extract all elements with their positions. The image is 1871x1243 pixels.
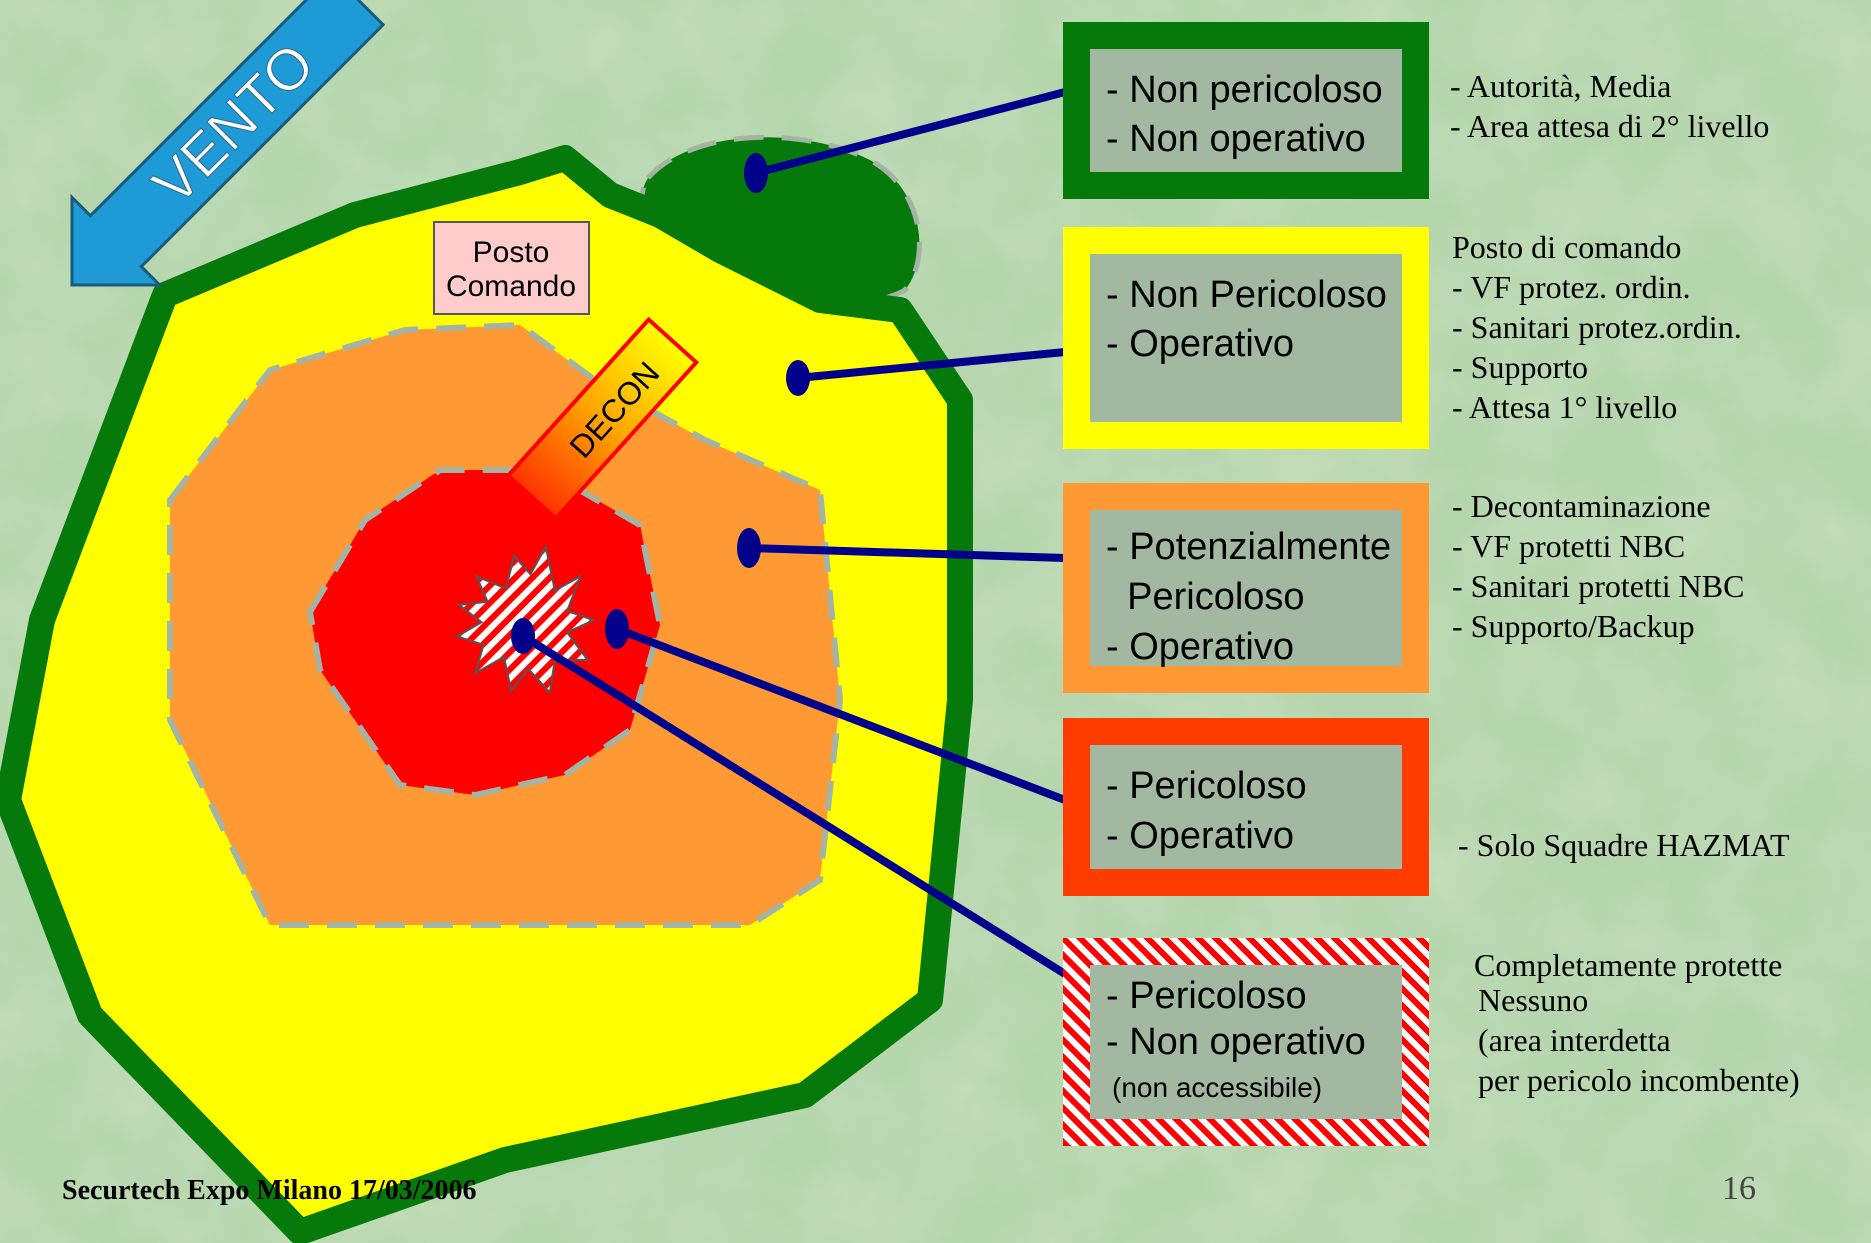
desc-yellow-line-3: - Sanitari protez.ordin. [1452, 309, 1742, 345]
legend-hatched-line-3: (non accessibile) [1112, 1072, 1323, 1103]
desc-red-line-2: Completamente protette [1458, 947, 1783, 983]
legend-orange-line-3: - Operativo [1106, 626, 1294, 668]
legend-red-line-2: - Operativo [1106, 815, 1294, 857]
connector-yellow [794, 348, 1069, 382]
page-number: 16 [1722, 1170, 1756, 1207]
desc-hatched-line-3: per pericolo incombente) [1478, 1062, 1800, 1098]
desc-orange-line-4: - Supporto/Backup [1452, 608, 1695, 644]
legend-green-line-1: - Non pericoloso [1106, 69, 1383, 111]
legend-hatched-line-1: - Pericoloso [1106, 975, 1307, 1017]
desc-yellow-line-2: - VF protez. ordin. [1452, 269, 1691, 305]
legend-box-orange: - Potenzialmente Pericoloso - Operativo [1063, 483, 1429, 693]
desc-hatched-line-1: Nessuno [1478, 982, 1589, 1018]
legend-inner-red: - Pericoloso - Operativo [1090, 745, 1402, 869]
legend-green-line-2: - Non operativo [1106, 118, 1366, 160]
desc-red: - Solo Squadre HAZMAT Completamente prot… [1458, 745, 1790, 1025]
legend-inner-green: - Non pericoloso - Non operativo [1090, 49, 1402, 172]
legend-yellow-line-1: - Non Pericoloso [1106, 274, 1387, 316]
desc-green: - Autorità, Media - Area attesa di 2° li… [1450, 66, 1769, 146]
dot-center [511, 618, 535, 654]
desc-yellow-line-1: Posto di comando [1452, 229, 1682, 265]
desc-hatched-line-2: (area interdetta [1478, 1022, 1671, 1058]
legend-hatched-line-2: - Non operativo [1106, 1021, 1366, 1063]
connector-orange [745, 544, 1069, 562]
legend-red-line-1: - Pericoloso [1106, 765, 1307, 807]
footer-text: Securtech Expo Milano 17/03/2006 [62, 1175, 477, 1206]
desc-yellow: Posto di comando - VF protez. ordin. - S… [1452, 227, 1742, 427]
command-post: Posto Comando [433, 221, 590, 315]
dot-red [605, 609, 629, 649]
legend-box-yellow: - Non Pericoloso - Operativo [1063, 227, 1429, 449]
legend-box-green: - Non pericoloso - Non operativo [1063, 22, 1429, 199]
legend-yellow-line-2: - Operativo [1106, 323, 1294, 365]
command-post-line2: Comando [446, 270, 576, 303]
legend-inner-hatched: - Pericoloso - Non operativo (non access… [1090, 965, 1402, 1119]
dot-green [744, 153, 768, 193]
legend-orange-line-1: - Potenzialmente [1106, 526, 1392, 568]
desc-orange-line-2: - VF protetti NBC [1452, 528, 1686, 564]
legend-box-hatched: - Pericoloso - Non operativo (non access… [1063, 938, 1429, 1146]
legend-inner-yellow: - Non Pericoloso - Operativo [1090, 254, 1402, 422]
desc-green-line-2: - Area attesa di 2° livello [1450, 108, 1770, 144]
connector-red [613, 625, 1069, 804]
decon-area: DECON [505, 316, 700, 522]
desc-orange-line-3: - Sanitari protetti NBC [1452, 568, 1745, 604]
legend-box-red: - Pericoloso - Operativo [1063, 718, 1429, 896]
connectors [519, 88, 1069, 978]
connector-green [752, 88, 1069, 177]
desc-orange-line-1: - Decontaminazione [1452, 488, 1711, 524]
desc-red-line-1: - Solo Squadre HAZMAT [1458, 827, 1790, 863]
wind-label: VENTO [140, 31, 327, 218]
legend-orange-line-2: Pericoloso [1106, 576, 1305, 618]
desc-hatched: Nessuno (area interdetta per pericolo in… [1478, 980, 1800, 1100]
command-post-line1: Posto [473, 236, 550, 269]
desc-yellow-line-5: - Attesa 1° livello [1452, 389, 1678, 425]
dot-yellow [786, 360, 810, 396]
desc-yellow-line-4: - Supporto [1452, 349, 1588, 385]
desc-green-line-1: - Autorità, Media [1450, 68, 1672, 104]
dot-orange [737, 528, 761, 568]
connector-dots [511, 153, 810, 654]
legend-inner-orange: - Potenzialmente Pericoloso - Operativo [1090, 510, 1402, 666]
connector-hatched [519, 632, 1069, 978]
desc-orange: - Decontaminazione - VF protetti NBC - S… [1452, 486, 1744, 646]
